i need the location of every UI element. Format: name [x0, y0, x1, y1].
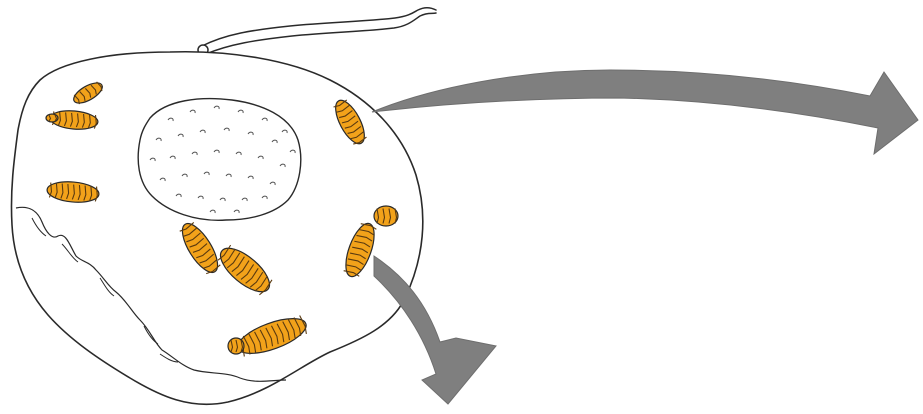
mitochondrion — [46, 114, 58, 122]
mitochondrion — [374, 206, 398, 226]
nucleus — [138, 99, 301, 221]
mitochondrion — [228, 338, 244, 354]
arrow-down — [374, 256, 496, 404]
arrow-to-right — [372, 70, 918, 154]
